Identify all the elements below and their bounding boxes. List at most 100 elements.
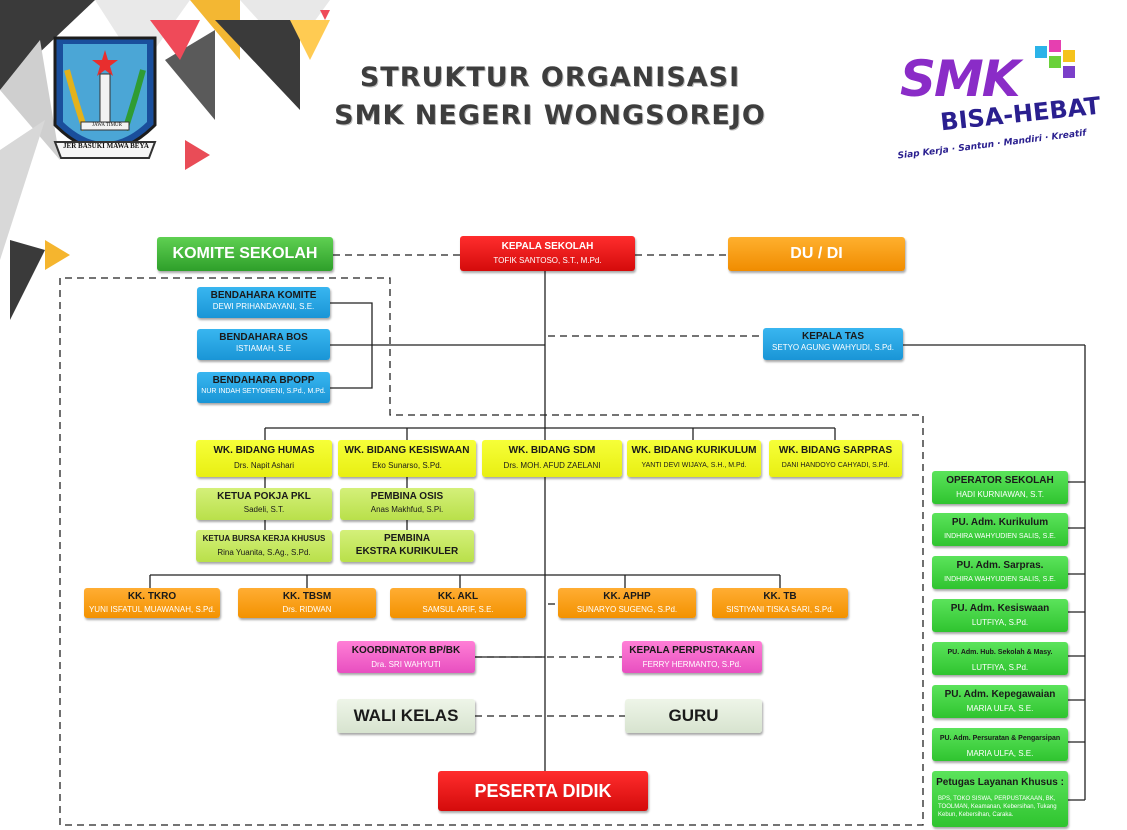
staff-title: PU. Adm. Hub. Sekolah & Masy. [947, 649, 1053, 656]
staff-title: Petugas Layanan Khusus : [936, 777, 1064, 788]
sub-title-2: EKSTRA KURIKULER [355, 546, 459, 557]
ketua-pokja-pkl-box: KETUA POKJA PKL Sadeli, S.T. [196, 488, 332, 520]
wk-kurikulum-box: WK. BIDANG KURIKULUM YANTI DEVI WIJAYA, … [627, 440, 761, 477]
wk-title: WK. BIDANG KURIKULUM [631, 445, 757, 456]
guru-box: GURU [625, 699, 762, 733]
wk-name: YANTI DEVI WIJAYA, S.H., M.Pd. [641, 462, 747, 469]
kepala-tas-title: KEPALA TAS [801, 331, 865, 342]
kk-name: SUNARYO SUGENG, S.Pd. [576, 605, 678, 614]
du-di-title: DU / DI [790, 245, 843, 262]
bendahara-title: BENDAHARA KOMITE [210, 290, 317, 301]
pembina-ekskul-box: PEMBINA EKSTRA KURIKULER [340, 530, 474, 562]
wk-kesiswaan-box: WK. BIDANG KESISWAAN Eko Sunarso, S.Pd. [338, 440, 476, 477]
pu-kesiswaan-box: PU. Adm. Kesiswaan LUTFIYA, S.Pd. [932, 599, 1068, 632]
bendahara-name: DEWI PRIHANDAYANI, S.E. [212, 302, 315, 311]
kk-name: SAMSUL ARIF, S.E. [422, 605, 494, 614]
wk-name: Eko Sunarso, S.Pd. [372, 461, 442, 470]
kepala-sekolah-box: KEPALA SEKOLAH TOFIK SANTOSO, S.T., M.Pd… [460, 236, 635, 271]
sub-title: KETUA BURSA KERJA KHUSUS [202, 534, 326, 543]
peserta-didik-title: PESERTA DIDIK [474, 781, 612, 801]
perpus-name: FERRY HERMANTO, S.Pd. [642, 660, 742, 669]
sub-title: PEMBINA [383, 533, 431, 544]
sub-name: Sadeli, S.T. [243, 505, 285, 514]
kk-name: SISTIYANI TISKA SARI, S.Pd. [726, 605, 834, 614]
staff-name: LUTFIYA, S.Pd. [971, 663, 1029, 672]
staff-title: PU. Adm. Kepegawaian [944, 689, 1056, 700]
decorative-triangles [0, 0, 330, 320]
wk-title: WK. BIDANG SDM [508, 445, 596, 456]
pembina-osis-box: PEMBINA OSIS Anas Makhfud, S.Pi. [340, 488, 474, 520]
kk-title: KK. APHP [603, 591, 651, 602]
sub-title: KETUA POKJA PKL [217, 491, 311, 502]
wk-humas-box: WK. BIDANG HUMAS Drs. Napit Ashari [196, 440, 332, 477]
sub-name: Rina Yuanita, S.Ag., S.Pd. [217, 548, 311, 557]
kk-title: KK. TBSM [282, 591, 332, 602]
perpus-title: KEPALA PERPUSTAKAAN [629, 645, 755, 656]
emblem-motto: JER BASUKI MAWA BEYA [63, 142, 149, 150]
kepala-perpustakaan-box: KEPALA PERPUSTAKAAN FERRY HERMANTO, S.Pd… [622, 641, 762, 673]
wk-sarpras-box: WK. BIDANG SARPRAS DANI HANDOYO CAHYADI,… [769, 440, 902, 477]
staff-name: INDHIRA WAHYUDIEN SALIS, S.E. [944, 533, 1056, 540]
staff-name: MARIA ULFA, S.E. [966, 704, 1034, 713]
pu-kurikulum-box: PU. Adm. Kurikulum INDHIRA WAHYUDIEN SAL… [932, 513, 1068, 546]
kk-aphp-box: KK. APHP SUNARYO SUGENG, S.Pd. [558, 588, 696, 618]
kk-akl-box: KK. AKL SAMSUL ARIF, S.E. [390, 588, 526, 618]
operator-sekolah-box: OPERATOR SEKOLAH HADI KURNIAWAN, S.T. [932, 471, 1068, 504]
bendahara-name: ISTIAMAH, S.E [235, 344, 292, 353]
kk-title: KK. TB [763, 591, 797, 602]
du-di-box: DU / DI [728, 237, 905, 271]
peserta-didik-box: PESERTA DIDIK [438, 771, 648, 811]
ketua-bkk-box: KETUA BURSA KERJA KHUSUS Rina Yuanita, S… [196, 530, 332, 562]
bendahara-name: NUR INDAH SETYORENI, S.Pd., M.Pd. [201, 388, 326, 395]
komite-sekolah-title: KOMITE SEKOLAH [172, 245, 318, 262]
wali-kelas-box: WALI KELAS [337, 699, 475, 733]
bendahara-bpopp-box: BENDAHARA BPOPP NUR INDAH SETYORENI, S.P… [197, 372, 330, 403]
pu-persuratan-box: PU. Adm. Persuratan & Pengarsipan MARIA … [932, 728, 1068, 761]
staff-title: PU. Adm. Kesiswaan [950, 603, 1050, 614]
kk-name: Drs. RIDWAN [282, 605, 332, 614]
bendahara-bos-box: BENDAHARA BOS ISTIAMAH, S.E [197, 329, 330, 360]
staff-name: BPS, TOKO SISWA, PERPUSTAKAAN, BK, TOOLM… [938, 796, 1057, 818]
bendahara-title: BENDAHARA BOS [219, 332, 308, 343]
pu-humas-box: PU. Adm. Hub. Sekolah & Masy. LUTFIYA, S… [932, 642, 1068, 675]
kepala-tas-name: SETYO AGUNG WAHYUDI, S.Pd. [772, 343, 894, 352]
staff-name: MARIA ULFA, S.E. [966, 749, 1034, 758]
staff-name: INDHIRA WAHYUDIEN SALIS, S.E. [944, 576, 1056, 583]
page-title-line2: SMK NEGERI WONGSOREJO [334, 100, 766, 131]
guru-title: GURU [668, 706, 719, 725]
kepala-sekolah-title: KEPALA SEKOLAH [501, 241, 594, 252]
staff-name: LUTFIYA, S.Pd. [971, 618, 1029, 627]
wk-name: DANI HANDOYO CAHYADI, S.Pd. [781, 462, 890, 469]
kk-name: YUNI ISFATUL MUAWANAH, S.Pd. [88, 605, 216, 614]
bk-title: KOORDINATOR BP/BK [351, 645, 461, 656]
koordinator-bk-box: KOORDINATOR BP/BK Dra. SRI WAHYUTI [337, 641, 475, 673]
staff-name: HADI KURNIAWAN, S.T. [956, 490, 1044, 499]
sub-title: PEMBINA OSIS [370, 491, 444, 502]
emblem-inner-text: JAWA TIMUR [92, 123, 122, 128]
wk-title: WK. BIDANG HUMAS [213, 445, 315, 456]
kepala-sekolah-name: TOFIK SANTOSO, S.T., M.Pd. [493, 256, 602, 265]
bendahara-title: BENDAHARA BPOPP [212, 375, 315, 386]
wk-name: Drs. Napit Ashari [233, 461, 295, 470]
kk-title: KK. TKRO [127, 591, 177, 602]
province-emblem-logo [53, 36, 157, 159]
wk-title: WK. BIDANG KESISWAAN [344, 445, 470, 456]
smk-logo-squares [1035, 40, 1085, 90]
staff-title: PU. Adm. Persuratan & Pengarsipan [939, 735, 1061, 742]
wk-title: WK. BIDANG SARPRAS [778, 445, 893, 456]
smk-logo-brand: SMK [900, 50, 1021, 108]
staff-title: PU. Adm. Kurikulum [951, 517, 1049, 528]
kepala-tas-box: KEPALA TAS SETYO AGUNG WAHYUDI, S.Pd. [763, 328, 903, 360]
kk-title: KK. AKL [437, 591, 479, 602]
komite-sekolah-box: KOMITE SEKOLAH [157, 237, 333, 271]
kk-tb-box: KK. TB SISTIYANI TISKA SARI, S.Pd. [712, 588, 848, 618]
staff-title: PU. Adm. Sarpras. [956, 560, 1044, 571]
sub-name: Anas Makhfud, S.Pi. [370, 505, 444, 514]
petugas-layanan-khusus-box: Petugas Layanan Khusus : BPS, TOKO SISWA… [932, 771, 1068, 827]
bk-name: Dra. SRI WAHYUTI [371, 660, 441, 669]
pu-kepegawaian-box: PU. Adm. Kepegawaian MARIA ULFA, S.E. [932, 685, 1068, 718]
wk-sdm-box: WK. BIDANG SDM Drs. MOH. AFUD ZAELANI [482, 440, 622, 477]
staff-title: OPERATOR SEKOLAH [946, 475, 1054, 486]
smk-logo: SMK BISA-HEBAT Siap Kerja · Santun · Man… [895, 40, 1125, 180]
